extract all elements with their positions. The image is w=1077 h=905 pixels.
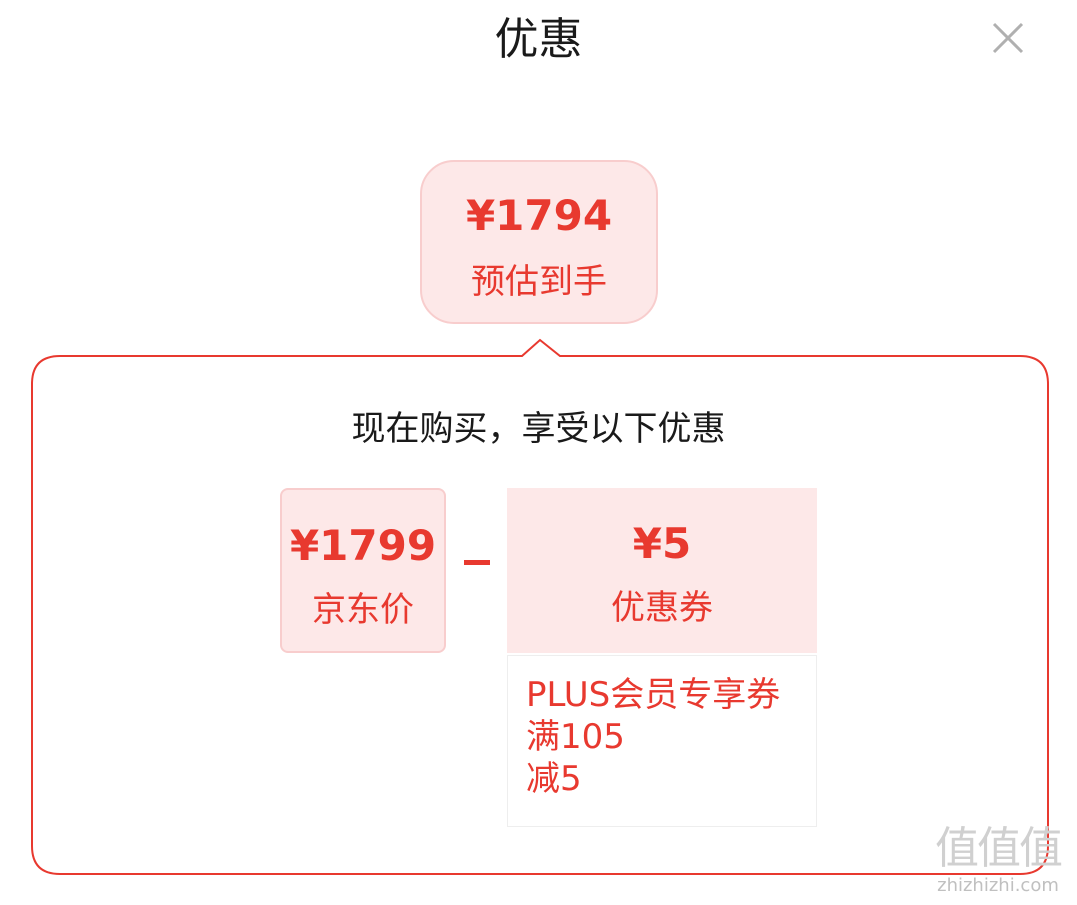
watermark-logo: 值值值 xyxy=(935,823,1063,874)
coupon-detail-line: 减5 xyxy=(526,759,582,799)
coupon-box: ¥5 优惠券 xyxy=(507,488,817,653)
estimated-price: ¥1794 xyxy=(465,191,613,240)
jd-price-box: ¥1799 京东价 xyxy=(280,488,446,653)
watermark-text: zhizhizhi.com xyxy=(937,875,1059,896)
coupon-detail-line: PLUS会员专享券 xyxy=(526,675,781,715)
coupon-detail: PLUS会员专享券 满105 减5 xyxy=(507,655,817,827)
dialog-title: 优惠 xyxy=(494,14,583,65)
minus-sign xyxy=(464,560,490,565)
close-button[interactable] xyxy=(986,16,1030,60)
coupon-detail-line: 满105 xyxy=(526,717,625,757)
estimated-price-box: ¥1794 预估到手 xyxy=(420,160,658,324)
coupon-label: 优惠券 xyxy=(611,588,713,628)
coupon-value: ¥5 xyxy=(632,519,692,568)
close-icon xyxy=(992,22,1024,54)
discount-headline: 现在购买，享受以下优惠 xyxy=(351,409,726,449)
estimated-price-label: 预估到手 xyxy=(471,262,607,302)
jd-price-label: 京东价 xyxy=(312,590,414,630)
watermark: 值值值 zhizhizhi.com xyxy=(928,822,1068,900)
jd-price-value: ¥1799 xyxy=(289,521,437,570)
